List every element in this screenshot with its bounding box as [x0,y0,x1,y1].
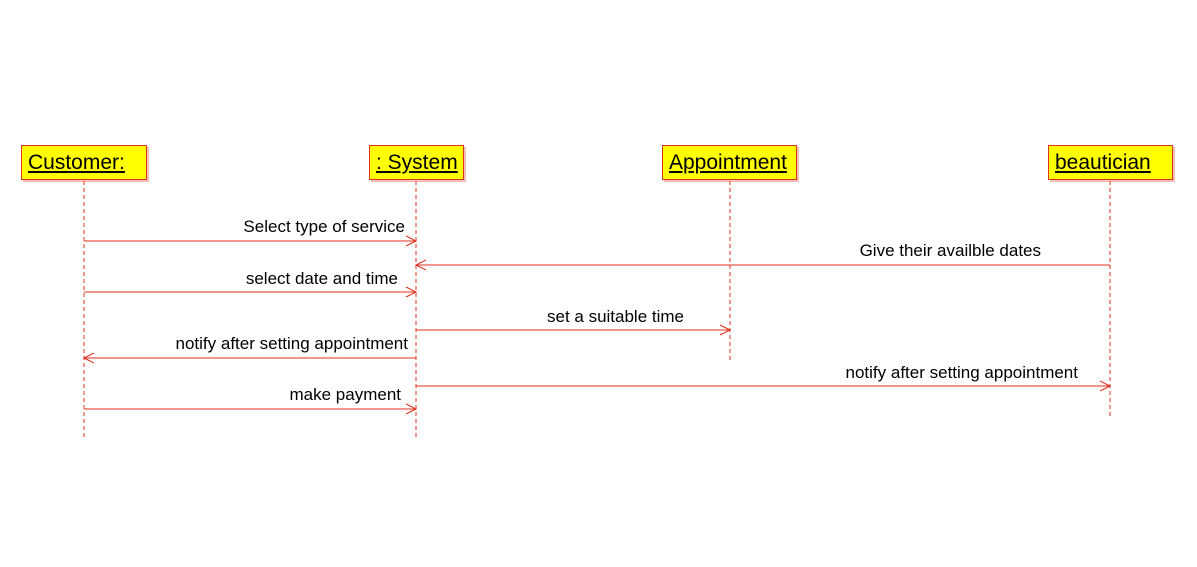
arrow-head [1099,380,1112,392]
arrow-head [405,403,418,415]
arrow-head [405,286,418,298]
participant-customer: Customer: [21,145,147,180]
arrow-head [82,352,95,364]
message-label: notify after setting appointment [846,363,1079,382]
arrow-head [405,235,418,247]
participant-appointment: Appointment [662,145,797,180]
message-label: Give their availble dates [860,241,1041,260]
arrow-head [719,324,732,336]
arrow-head [414,259,427,271]
message-label: make payment [290,385,402,404]
message-label: notify after setting appointment [176,334,409,353]
message-label: Select type of service [243,217,405,236]
participant-system: : System [369,145,464,180]
message-label: set a suitable time [547,307,684,326]
participant-beautician: beautician [1048,145,1173,180]
message-label: select date and time [246,269,398,288]
